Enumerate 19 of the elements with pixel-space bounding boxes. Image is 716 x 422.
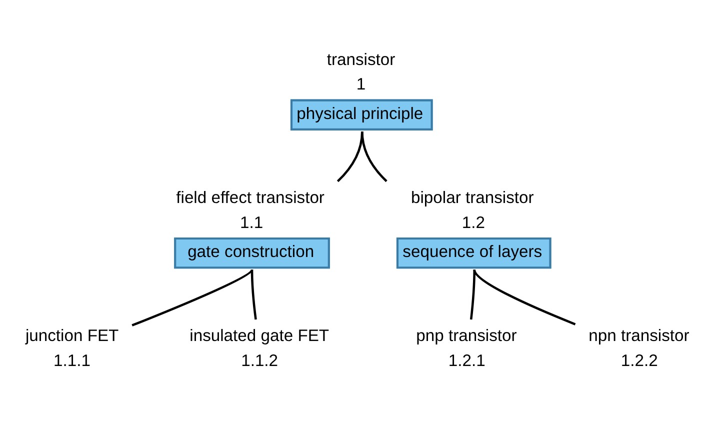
node-label: 1 [356,74,366,94]
node-label: 1.2.2 [620,350,658,370]
node-label: transistor [326,49,396,68]
node-text: npn transistor [588,326,690,345]
node-label: 1.1.1 [54,350,90,370]
connector [470,269,476,320]
connector [361,130,388,182]
node-label: 1.1.2 [241,350,278,370]
node-label: 1.2.1 [448,350,486,370]
node-label: field effect transistor [176,187,324,206]
node-text: junction FET [25,326,119,345]
connector [250,269,257,320]
connector [132,268,253,326]
node-label: bipolar transistor [410,187,534,206]
node-label: 1.1 [240,212,264,232]
node-text: insulated gate FET [190,326,330,345]
node-label: 1.2 [462,212,486,232]
connector [473,268,576,325]
node-text: pnp transistor [416,326,517,345]
